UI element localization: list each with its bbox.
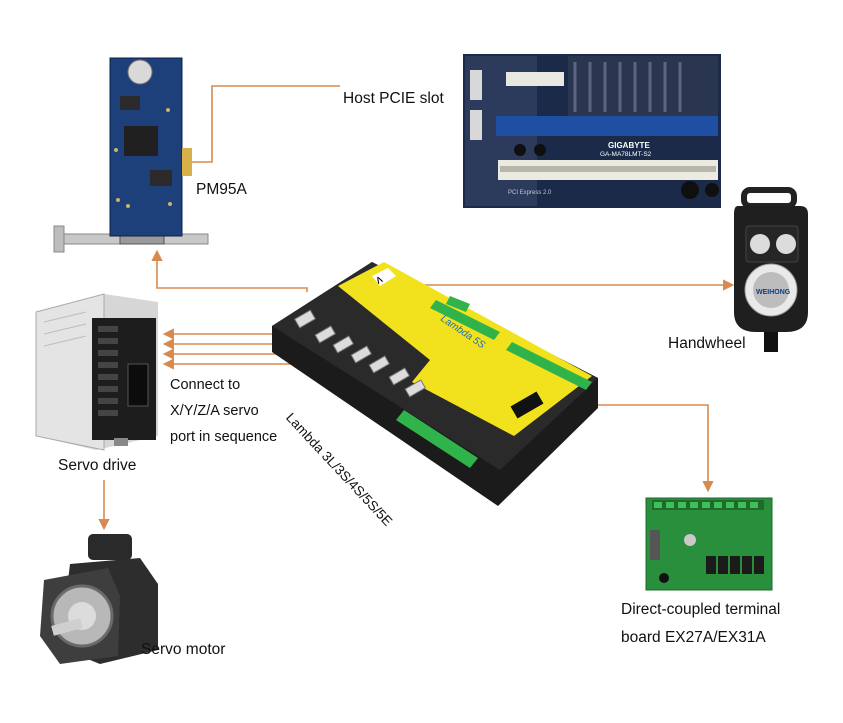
mobo-brand-text: GIGABYTE xyxy=(608,141,650,150)
servo-drive-label: Servo drive xyxy=(58,457,137,474)
controller-to-card-line xyxy=(151,249,308,292)
mobo-model-text: GA-MA78LMT-S2 xyxy=(600,151,652,158)
terminal-board-label-line1: Direct-coupled terminal xyxy=(621,601,781,618)
connect-instruction-line2: X/Y/Z/A servo xyxy=(170,403,259,419)
handwheel-brand-text: WEIHONG xyxy=(756,289,791,296)
host-motherboard-image: GIGABYTE GA-MA78LMT-S2 PCI Express 2.0 xyxy=(463,54,721,208)
mobo-slot-text: PCI Express 2.0 xyxy=(508,190,552,196)
terminal-board-image xyxy=(645,497,773,591)
lambda-controller-image: Λ Lambda 5S xyxy=(272,262,598,506)
connect-instruction-line1: Connect to xyxy=(170,377,241,393)
servo-motor-image xyxy=(40,534,158,664)
terminal-board-label-line2: board EX27A/EX31A xyxy=(621,629,766,646)
handwheel-image: WEIHONG xyxy=(734,187,808,352)
pcie-to-host-line xyxy=(188,85,340,163)
host-pcie-slot-label: Host PCIE slot xyxy=(343,90,444,107)
pcie-card-label: PM95A xyxy=(196,181,247,198)
svg-text:Λ: Λ xyxy=(374,274,384,286)
connect-instruction-line3: port in sequence xyxy=(170,429,278,445)
handwheel-label: Handwheel xyxy=(668,335,746,352)
pcie-card-image xyxy=(53,57,209,253)
servo-motor-label: Servo motor xyxy=(141,641,226,658)
servo-drive-image xyxy=(35,293,158,451)
